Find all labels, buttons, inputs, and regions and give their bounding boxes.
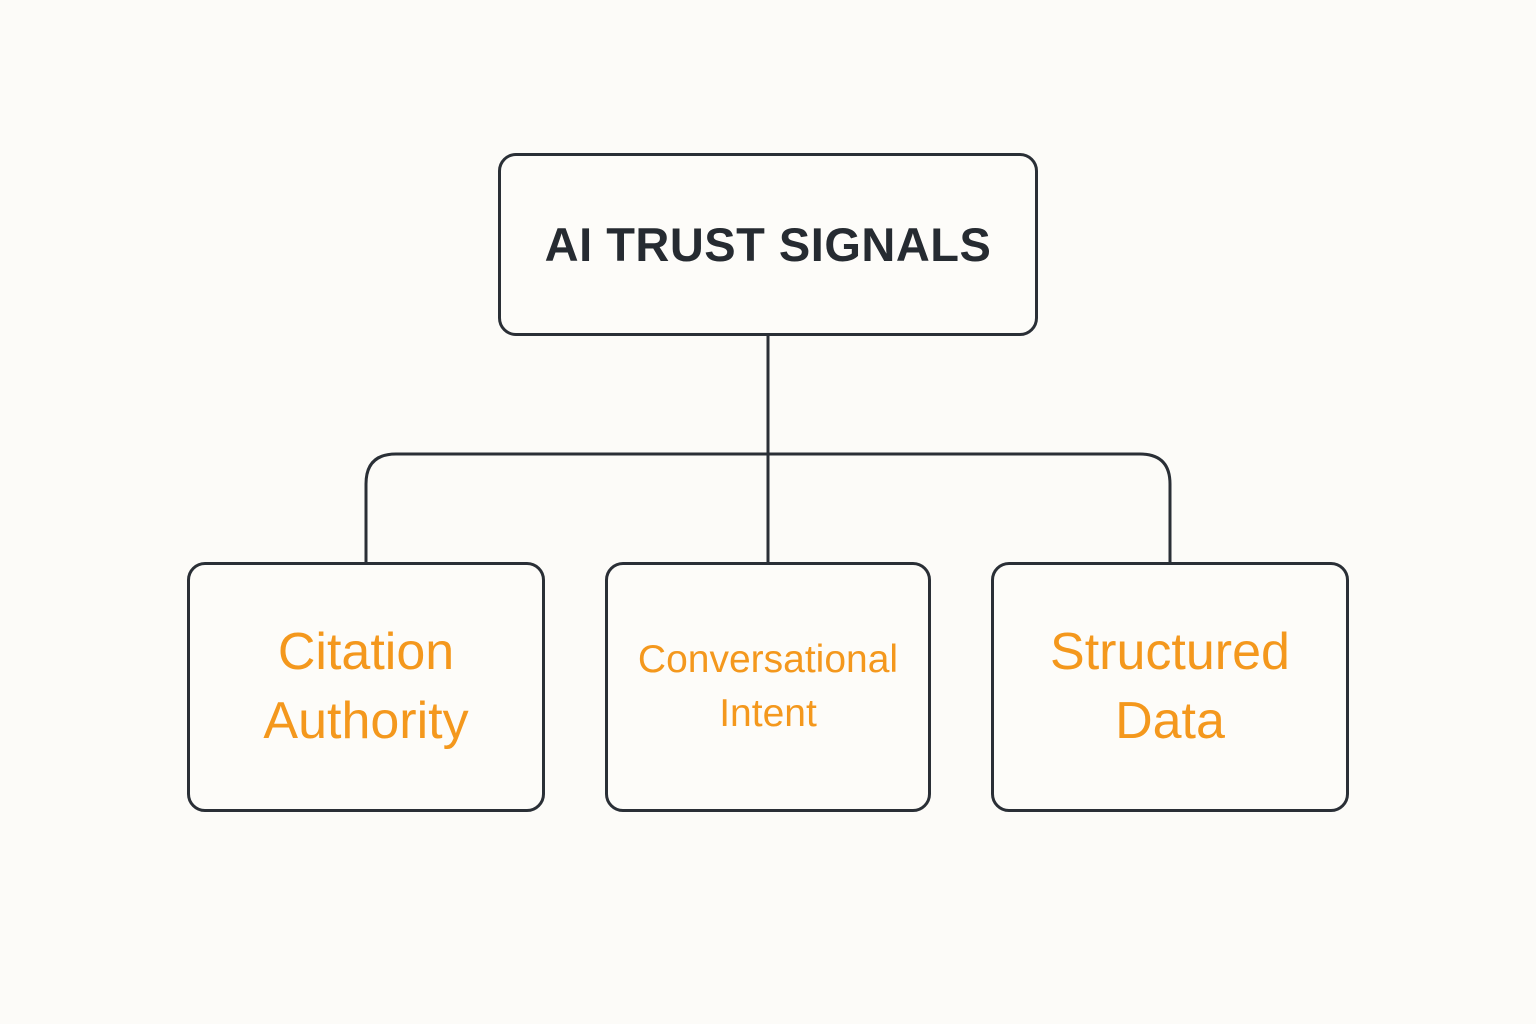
child-label-line-2: Data bbox=[1115, 692, 1225, 750]
child-node-structured-data: Structured Data bbox=[991, 562, 1349, 812]
child-label-line-1: Citation bbox=[277, 623, 455, 682]
child-label-line-1: Conversational bbox=[637, 638, 899, 682]
root-title: AI TRUST SIGNALS bbox=[544, 218, 992, 271]
root-node: AI TRUST SIGNALS bbox=[498, 153, 1038, 336]
child-label-line-2: Authority bbox=[263, 692, 469, 750]
child-label-line-2: Intent bbox=[719, 692, 817, 735]
child-node-citation-authority: Citation Authority bbox=[187, 562, 545, 812]
child-label-line-1: Structured bbox=[1050, 623, 1290, 682]
branch-connector bbox=[364, 452, 1172, 562]
child-node-conversational-intent: Conversational Intent bbox=[605, 562, 931, 812]
